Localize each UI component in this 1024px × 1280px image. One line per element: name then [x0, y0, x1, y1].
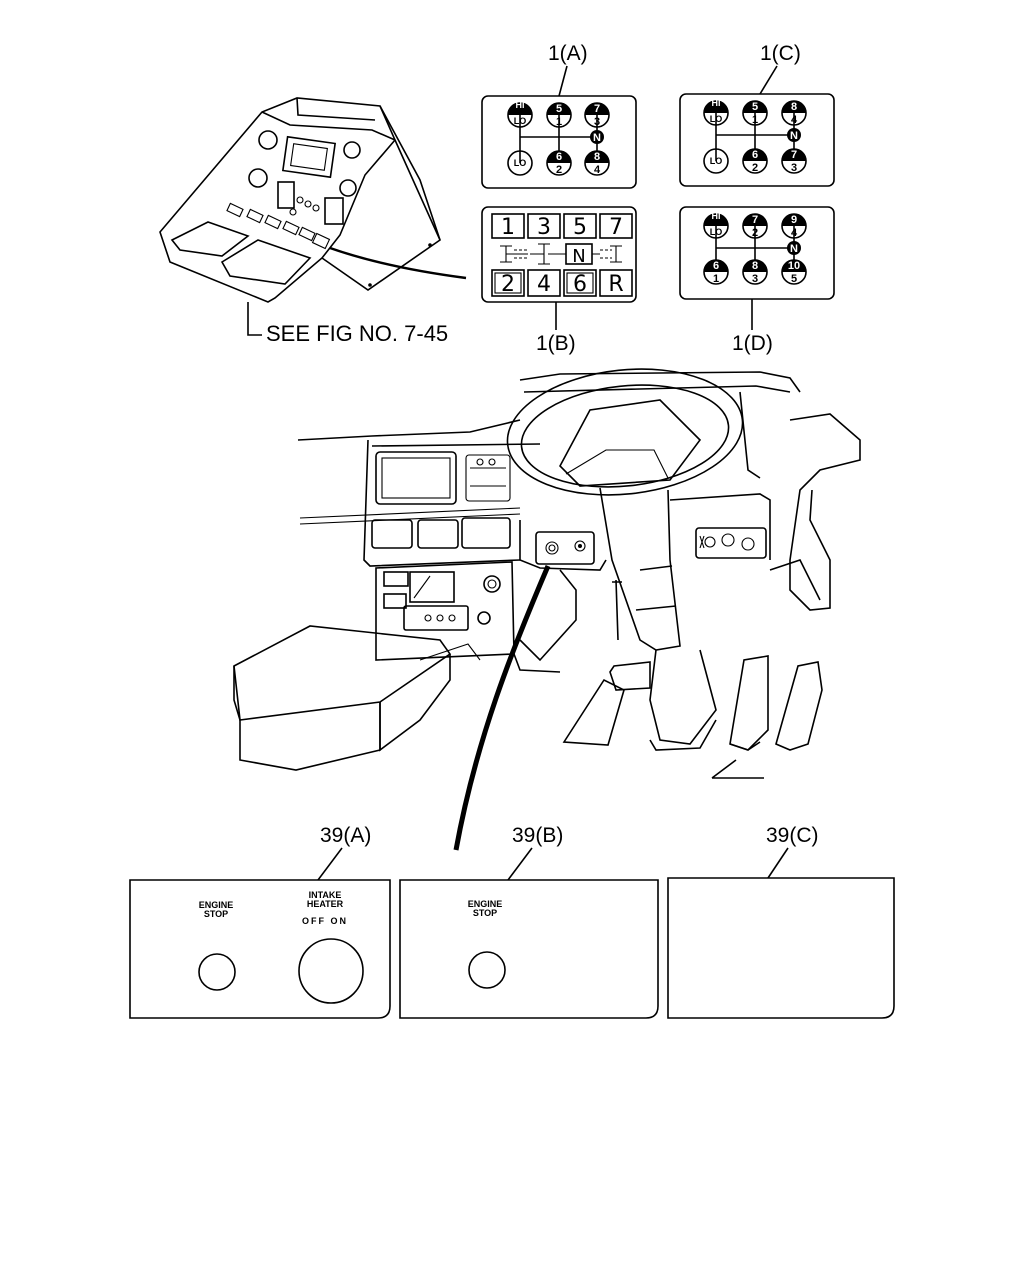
svg-text:9: 9	[791, 214, 797, 226]
svg-text:5: 5	[556, 103, 562, 115]
svg-text:N: N	[593, 132, 601, 144]
intake-heater-text-line1: INTAKE	[309, 890, 342, 900]
knob-neutral: N	[787, 128, 801, 142]
svg-text:HI: HI	[712, 98, 721, 108]
knob-6-2: 6 2	[546, 150, 572, 176]
svg-text:HI: HI	[516, 100, 525, 110]
gear-bottom-1: 2	[501, 272, 515, 297]
shift-pattern-1a: 1(A) HI LO 5 1 7 3 N	[481, 42, 637, 189]
svg-text:3: 3	[594, 116, 600, 128]
engine-stop-text-line2: STOP	[204, 909, 228, 919]
svg-text:4: 4	[594, 164, 601, 176]
svg-text:3: 3	[752, 273, 758, 285]
knob-8-4: 8 4	[781, 100, 807, 126]
svg-text:10: 10	[788, 260, 800, 272]
svg-text:7: 7	[594, 103, 600, 115]
svg-text:5: 5	[752, 101, 758, 113]
label-39a: 39(A)	[320, 824, 371, 847]
knob-6-2: 6 2	[742, 148, 768, 174]
knob-8-4: 8 4	[584, 150, 610, 176]
knob-7-2: 7 2	[742, 213, 768, 239]
knob-neutral: N	[787, 241, 801, 255]
svg-text:N: N	[790, 130, 798, 142]
svg-text:1: 1	[556, 116, 562, 128]
label-39c: 39(C)	[766, 824, 819, 847]
svg-text:7: 7	[752, 214, 758, 226]
gear-neutral: N	[572, 246, 585, 267]
svg-text:3: 3	[791, 162, 797, 174]
svg-text:4: 4	[791, 114, 798, 126]
panel-39b: 39(B) ENGINE STOP	[399, 824, 659, 1019]
svg-text:1: 1	[713, 273, 719, 285]
knob-neutral: N	[590, 130, 604, 144]
shift-pattern-1c: 1(C) HI LO 5 1 8 4 N	[679, 42, 835, 187]
svg-text:2: 2	[556, 164, 562, 176]
svg-text:5: 5	[791, 273, 797, 285]
knob-5-1: 5 1	[546, 102, 572, 128]
figure-reference-text: SEE FIG NO. 7-45	[266, 321, 448, 346]
knob-8-3: 8 3	[742, 259, 768, 285]
svg-text:2: 2	[752, 162, 758, 174]
engine-stop-text-line1: ENGINE	[468, 899, 503, 909]
switch-positions-text: OFF ON	[302, 916, 348, 926]
intake-heater-switch	[298, 938, 364, 1004]
shift-pattern-1b: 1 3 5 7 N 2 4 6 R 1(B)	[481, 206, 637, 355]
gear-bottom-4: R	[608, 272, 623, 297]
gear-bottom-3: 6	[573, 272, 587, 297]
svg-text:7: 7	[791, 149, 797, 161]
panel-39a: 39(A) ENGINE STOP INTAKE HEATER OFF ON	[129, 824, 391, 1019]
label-1d: 1(D)	[732, 332, 773, 355]
svg-text:6: 6	[752, 149, 758, 161]
label-1c: 1(C)	[760, 42, 801, 65]
svg-text:HI: HI	[712, 211, 721, 221]
engine-stop-text-line1: ENGINE	[199, 900, 234, 910]
knob-7-3: 7 3	[781, 148, 807, 174]
svg-text:LO: LO	[710, 114, 723, 124]
knob-hilo: HI LO	[703, 211, 729, 239]
gear-bottom-2: 4	[537, 272, 551, 297]
gear-top-4: 7	[609, 215, 623, 240]
svg-text:2: 2	[752, 227, 758, 239]
gear-top-2: 3	[537, 215, 551, 240]
gear-top-3: 5	[573, 215, 587, 240]
knob-9-4: 9 4	[781, 213, 807, 239]
knob-hilo: HI LO	[703, 98, 729, 126]
console-illustration	[159, 97, 467, 336]
svg-text:8: 8	[594, 151, 600, 163]
knob-7-3: 7 3	[584, 102, 610, 128]
svg-text:8: 8	[791, 101, 797, 113]
engine-stop-text-line2: STOP	[473, 908, 497, 918]
label-1b: 1(B)	[536, 332, 576, 355]
knob-10-5: 10 5	[781, 259, 807, 285]
shift-pattern-1d: HI LO 7 2 9 4 N 6 1 8 3	[679, 206, 835, 355]
gear-top-1: 1	[501, 215, 515, 240]
svg-text:LO: LO	[514, 116, 527, 126]
svg-text:6: 6	[713, 260, 719, 272]
panel-39c: 39(C)	[667, 824, 895, 1019]
knob-lo: LO	[703, 148, 729, 174]
label-39b: 39(B)	[512, 824, 563, 847]
svg-text:8: 8	[752, 260, 758, 272]
svg-text:N: N	[790, 243, 798, 255]
svg-text:6: 6	[556, 151, 562, 163]
knob-lo: LO	[507, 150, 533, 176]
svg-text:1: 1	[752, 114, 758, 126]
knob-hilo: HI LO	[507, 100, 533, 128]
cab-interior-illustration	[233, 368, 861, 851]
svg-text:LO: LO	[710, 156, 723, 166]
intake-heater-text-line2: HEATER	[307, 899, 344, 909]
svg-text:4: 4	[791, 227, 798, 239]
label-1a: 1(A)	[548, 42, 588, 65]
svg-text:LO: LO	[710, 227, 723, 237]
knob-5-1: 5 1	[742, 100, 768, 126]
knob-6-1: 6 1	[703, 259, 729, 285]
engine-stop-knob	[198, 953, 236, 991]
engine-stop-knob	[468, 951, 506, 989]
svg-text:LO: LO	[514, 158, 527, 168]
